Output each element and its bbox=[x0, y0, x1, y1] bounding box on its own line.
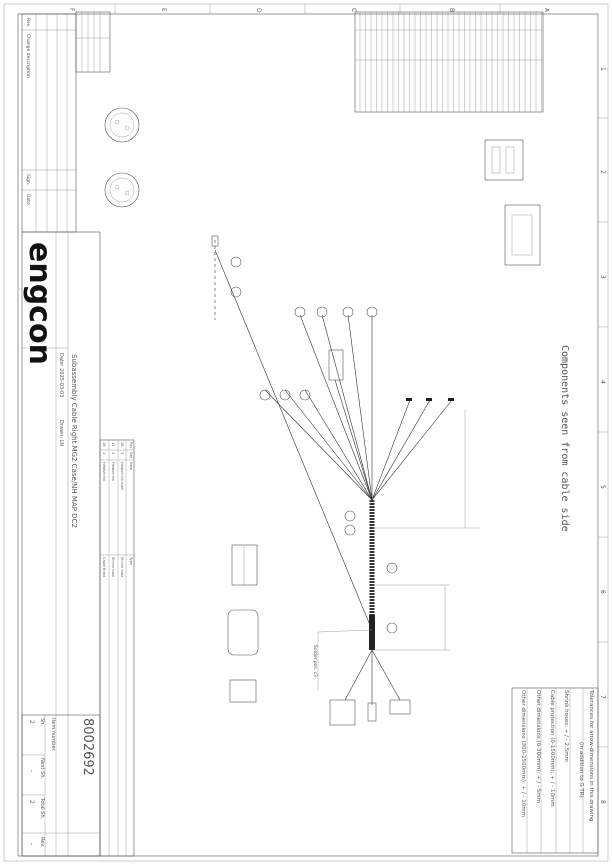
drawing-date: Date: 2025-03-03 bbox=[58, 353, 64, 397]
grid-row-e: E bbox=[160, 8, 167, 12]
grid-row-a: A bbox=[543, 8, 550, 13]
sheet-label: Sh. bbox=[39, 718, 45, 726]
next-sheet-label: Next Sh. bbox=[39, 758, 45, 780]
bom-cell: Heatshrink bbox=[111, 462, 115, 482]
tolerances-box: Tolerances for arrow-dimensions in this … bbox=[511, 687, 599, 854]
bom-cell: 1 bbox=[120, 452, 124, 454]
bom-row: 17 1 Heatshrink Shrink tube bbox=[111, 442, 115, 577]
bom-header-qty: Qty bbox=[129, 452, 133, 458]
rev-label: Rev. bbox=[39, 837, 45, 848]
grid-row-f: F bbox=[68, 8, 75, 12]
tolerances-subtitle: (in addition to G TR) bbox=[578, 742, 584, 798]
title-block: engcon Date: 2025-03-03 Drawn: LN Subass… bbox=[21, 231, 101, 857]
revision-table: Rev. Change description Sign. Date bbox=[21, 13, 77, 233]
engcon-logo: engcon bbox=[22, 242, 57, 365]
grid-col-6: 6 bbox=[599, 590, 606, 594]
bom-cell: Cable Braid bbox=[102, 557, 106, 577]
bom-cell: Shrink tube bbox=[111, 557, 115, 577]
bom-cell: Shrink tube bbox=[120, 557, 124, 577]
grid-col-3: 3 bbox=[599, 275, 606, 279]
bom-cell: 18 bbox=[120, 442, 124, 446]
bom-header-item: Item bbox=[129, 462, 133, 471]
grid-col-5: 5 bbox=[599, 485, 606, 489]
change-description-header: Change description bbox=[25, 34, 31, 78]
connector-bottom-2 bbox=[367, 702, 377, 722]
grid-row-c: C bbox=[350, 8, 357, 12]
tolerance-line: Other dimensions (0-300mm): + / - 5mm bbox=[535, 690, 541, 803]
round-connector-2 bbox=[104, 172, 140, 208]
total-sheet-label: Total Sh. bbox=[39, 797, 45, 820]
tolerance-line: Other dimensions (300-1500mm): + / - 10m… bbox=[520, 690, 526, 817]
rev-header: Rev. bbox=[25, 18, 31, 27]
bom-row: 16 1 Heatshrink Cable Braid bbox=[102, 442, 106, 577]
inner-frame bbox=[17, 13, 599, 857]
components-note: Components seen from cable side bbox=[559, 345, 570, 532]
connector-face-b bbox=[504, 204, 541, 266]
pin-table bbox=[354, 11, 544, 113]
drawing-title: Subassembly Cable Right MG2 Case/NH MAP … bbox=[70, 354, 78, 528]
grid-row-d: D bbox=[255, 8, 262, 13]
bom-cell: 17 bbox=[111, 442, 115, 446]
splice-label: Solder pos. c3 bbox=[312, 645, 318, 677]
bom-row: 18 1 Heatshrink tube Shrink tube bbox=[120, 442, 124, 577]
tolerance-line: Cable protection (0-1500mm): + / - 10mm bbox=[549, 690, 555, 807]
bom-table: Pos Qty Item Type 16 1 Heatshrink Cable … bbox=[99, 439, 135, 857]
grid-col-1: 1 bbox=[599, 67, 606, 71]
grid-row-markers: A B C D E F bbox=[68, 4, 550, 14]
grid-row-b: B bbox=[448, 8, 455, 12]
connector-bottom-1 bbox=[329, 699, 356, 726]
bom-cell: 1 bbox=[102, 452, 106, 454]
grid-col-4: 4 bbox=[599, 380, 606, 384]
tolerances-title: Tolerances for arrow-dimensions in this … bbox=[588, 689, 594, 821]
grid-col-7: 7 bbox=[599, 695, 606, 699]
heatshrink bbox=[369, 615, 375, 650]
item-number: 8002692 bbox=[80, 718, 95, 776]
sign-header: Sign. bbox=[25, 174, 31, 185]
small-pin-table bbox=[75, 11, 111, 73]
rev-value: - bbox=[28, 843, 35, 845]
sheet-value: 2 bbox=[28, 720, 35, 724]
grid-col-2: 2 bbox=[599, 170, 606, 174]
bom-cell: Heatshrink bbox=[102, 462, 106, 482]
next-sheet-value: - bbox=[28, 770, 35, 772]
connector-bottom-3 bbox=[389, 699, 411, 715]
drawn-by: Drawn: LN bbox=[58, 420, 64, 446]
bom-cell: Heatshrink tube bbox=[120, 462, 124, 490]
total-sheet-value: 2 bbox=[28, 800, 35, 804]
connector-face-a bbox=[484, 139, 524, 181]
bom-cell: 1 bbox=[111, 452, 115, 454]
item-number-label: Item number bbox=[50, 718, 56, 751]
connector-detail-tables bbox=[227, 544, 259, 703]
outer-frame bbox=[3, 3, 609, 862]
tolerance-line: Shrink hoses: + / - 2,5mm bbox=[563, 690, 569, 762]
grid-column-markers: 1 2 3 4 5 6 7 8 bbox=[598, 67, 608, 804]
wire-harness: Solder pos. c3 bbox=[211, 235, 480, 726]
date-header: Date bbox=[25, 194, 31, 205]
grid-col-8: 8 bbox=[599, 800, 606, 804]
bom-header-pos: Pos bbox=[129, 442, 133, 448]
inline-connector bbox=[328, 349, 344, 381]
bom-cell: 16 bbox=[102, 442, 106, 446]
bom-header-type: Type bbox=[129, 556, 133, 565]
round-connector-1 bbox=[104, 107, 140, 143]
